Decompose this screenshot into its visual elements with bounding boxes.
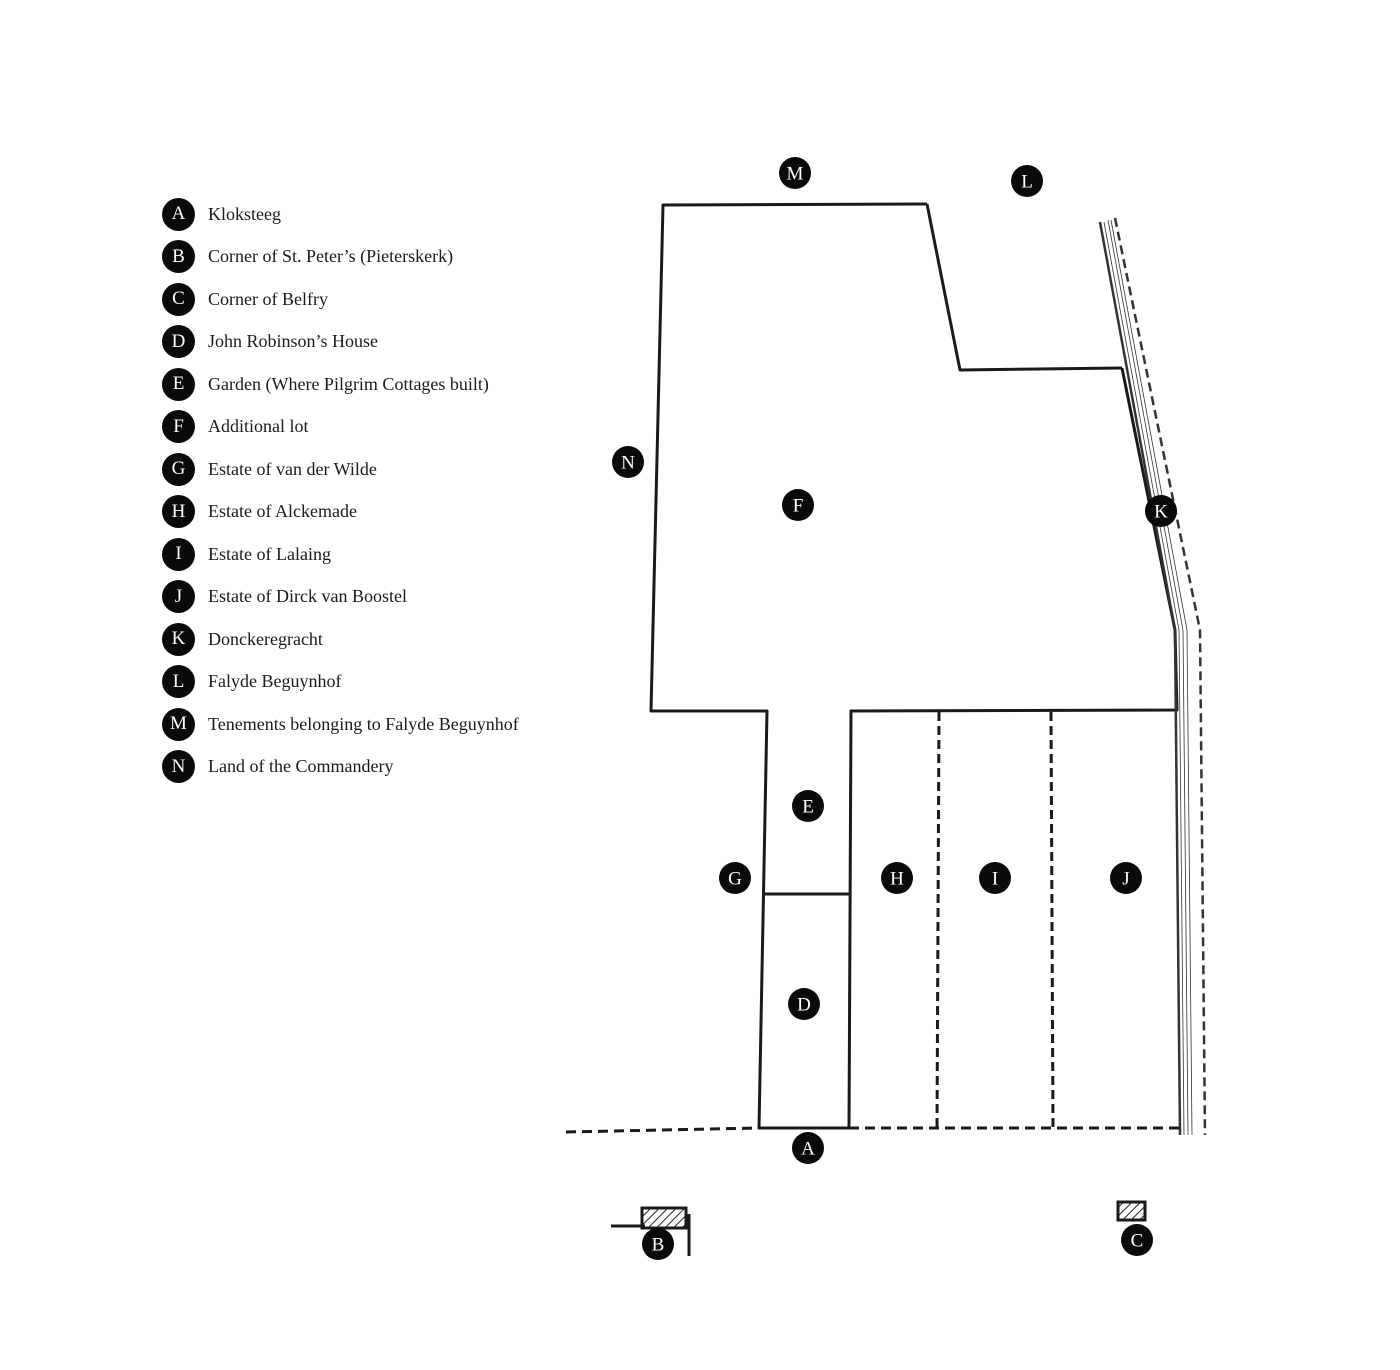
map-marker-c: C	[1121, 1224, 1153, 1256]
legend-label: John Robinson’s House	[208, 331, 379, 352]
legend-label: Kloksteeg	[208, 203, 281, 224]
marker-letter: J	[1122, 869, 1129, 890]
marker-circle	[1145, 495, 1177, 527]
marker-letter: G	[728, 869, 742, 890]
map-marker-b: B	[642, 1228, 674, 1260]
estate-divider-i-j	[1049, 711, 1055, 1129]
legend-label: Additional lot	[208, 416, 309, 437]
legend-label: Corner of Belfry	[208, 288, 328, 309]
map-marker-k: K	[1145, 495, 1177, 527]
map-marker-d: D	[788, 988, 820, 1020]
estate-divider-h-i	[935, 711, 941, 1129]
marker-circle	[792, 790, 824, 822]
legend-key-badge: I	[162, 537, 195, 571]
legend-item: I Estate of Lalaing	[162, 533, 519, 576]
marker-letter: E	[802, 797, 814, 818]
legend-item: F Additional lot	[162, 406, 519, 449]
legend-label: Estate of Alckemade	[208, 501, 357, 522]
pieterskerk-corner	[611, 1206, 691, 1256]
lot-f-boundary	[925, 203, 1123, 372]
map-marker-m: M	[779, 157, 811, 189]
marker-letter: I	[992, 869, 998, 890]
marker-circle	[1011, 165, 1043, 197]
marker-circle	[792, 1132, 824, 1164]
map-marker-e: E	[792, 790, 824, 822]
map-marker-g: G	[719, 862, 751, 894]
legend-key-badge: K	[162, 622, 195, 656]
legend-item: C Corner of Belfry	[162, 278, 519, 321]
marker-circle	[642, 1228, 674, 1260]
legend-key-badge: G	[162, 452, 195, 486]
legend-label: Tenements belonging to Falyde Beguynhof	[208, 713, 519, 734]
map-marker-j: J	[1110, 862, 1142, 894]
legend-item: J Estate of Dirck van Boostel	[162, 576, 519, 619]
legend-label: Estate of van der Wilde	[208, 458, 377, 479]
legend-item: K Donckeregracht	[162, 618, 519, 661]
marker-circle	[1121, 1224, 1153, 1256]
marker-letter: B	[652, 1235, 665, 1256]
legend-key-badge: J	[162, 580, 195, 614]
marker-circle	[979, 862, 1011, 894]
legend-key-badge: B	[162, 240, 195, 274]
legend-label: Falyde Beguynhof	[208, 671, 342, 692]
legend-key-badge: D	[162, 325, 195, 359]
legend-key-badge: L	[162, 665, 195, 699]
legend-key-badge: H	[162, 495, 195, 529]
legend-key-badge: E	[162, 367, 195, 401]
marker-letter: F	[793, 496, 804, 517]
marker-letter: K	[1154, 502, 1168, 523]
legend-item: E Garden (Where Pilgrim Cottages built)	[162, 363, 519, 406]
map-marker-i: I	[979, 862, 1011, 894]
marker-letter: C	[1131, 1231, 1144, 1252]
marker-circle	[612, 446, 644, 478]
legend-item: N Land of the Commandery	[162, 746, 519, 789]
legend-item: B Corner of St. Peter’s (Pieterskerk)	[162, 236, 519, 279]
canal-donckeregracht	[1098, 217, 1207, 1136]
marker-circle	[1110, 862, 1142, 894]
marker-circle	[719, 862, 751, 894]
legend-key-badge: A	[162, 197, 195, 231]
map-marker-h: H	[881, 862, 913, 894]
legend-item: H Estate of Alckemade	[162, 491, 519, 534]
legend-label: Estate of Lalaing	[208, 543, 331, 564]
marker-letter: D	[797, 995, 811, 1016]
marker-letter: M	[787, 164, 804, 185]
street-line-left	[565, 1126, 760, 1134]
marker-circle	[881, 862, 913, 894]
lot-boundary-outline	[649, 202, 1179, 1130]
legend-label: Corner of St. Peter’s (Pieterskerk)	[208, 246, 454, 267]
marker-letter: H	[890, 869, 904, 890]
map-marker-a: A	[792, 1132, 824, 1164]
map-marker-l: L	[1011, 165, 1043, 197]
legend-item: A Kloksteeg	[162, 193, 519, 236]
belfry-corner	[1116, 1200, 1147, 1222]
marker-circle	[782, 489, 814, 521]
legend-key-badge: N	[162, 750, 195, 784]
legend-key-badge: C	[162, 282, 195, 316]
legend-label: Estate of Dirck van Boostel	[208, 586, 407, 607]
map-marker-f: F	[782, 489, 814, 521]
legend-item: D John Robinson’s House	[162, 321, 519, 364]
legend-item: G Estate of van der Wilde	[162, 448, 519, 491]
legend: (function(){ const d = JSON.parse(docume…	[162, 193, 519, 788]
legend-key-badge: F	[162, 410, 195, 444]
legend-label: Donckeregracht	[208, 628, 323, 649]
marker-circle	[779, 157, 811, 189]
marker-letter: L	[1021, 172, 1033, 193]
marker-circle	[788, 988, 820, 1020]
legend-item: M Tenements belonging to Falyde Beguynhof	[162, 703, 519, 746]
legend-key-badge: M	[162, 707, 195, 741]
marker-letter: N	[621, 453, 635, 474]
legend-label: Land of the Commandery	[208, 756, 394, 777]
map-marker-n: N	[612, 446, 644, 478]
legend-label: Garden (Where Pilgrim Cottages built)	[208, 373, 489, 394]
legend-item: L Falyde Beguynhof	[162, 661, 519, 704]
marker-letter: A	[801, 1139, 815, 1160]
